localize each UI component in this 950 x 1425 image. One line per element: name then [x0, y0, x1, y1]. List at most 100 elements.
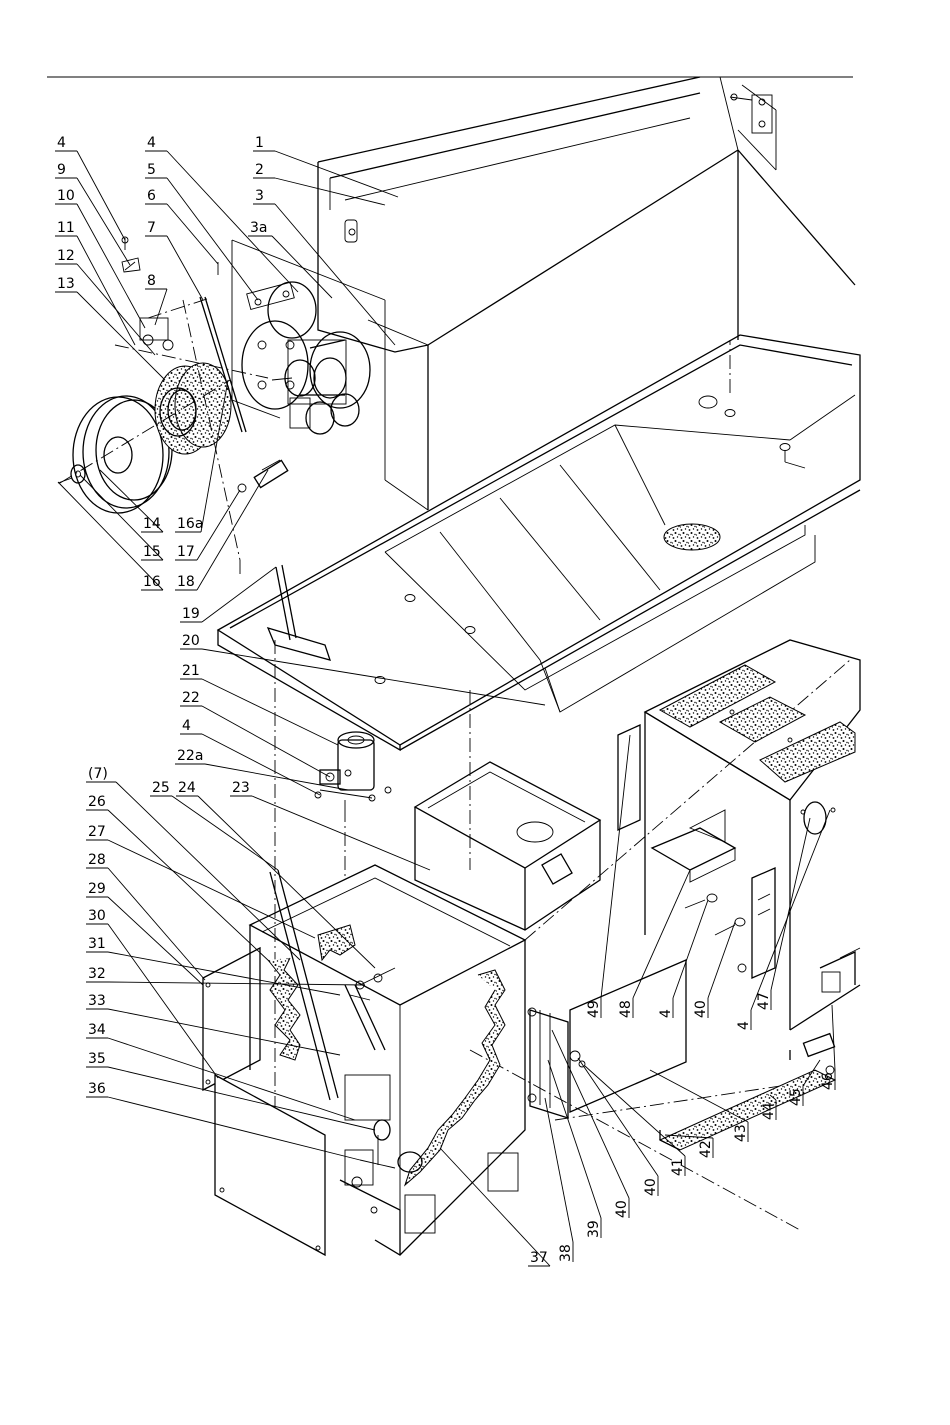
callout-number: 27	[88, 824, 106, 840]
callout-23: 20	[180, 633, 545, 705]
callout-1: 1	[253, 135, 398, 197]
callout-number: 35	[88, 1051, 106, 1067]
callout-number: 6	[147, 188, 156, 204]
callout-leader	[673, 900, 708, 998]
callout-leader	[100, 470, 163, 532]
callout-leader	[578, 1058, 658, 1176]
callout-29: 25	[150, 780, 278, 870]
callout-leader	[202, 734, 320, 795]
callout-leader	[272, 236, 332, 298]
callout-number: 47	[756, 992, 772, 1010]
callout-number: 4	[182, 718, 191, 734]
callout-leader	[198, 796, 375, 968]
right-cabinet	[618, 640, 860, 1030]
callout-leader	[108, 810, 270, 962]
callout-leader	[708, 922, 735, 998]
callout-number: 40	[614, 1200, 630, 1218]
callout-55: 47	[756, 818, 810, 1010]
callout-53: 46	[820, 1005, 836, 1090]
callout-number: 7	[147, 220, 156, 236]
callout-number: 31	[88, 936, 106, 952]
callout-leader	[108, 924, 218, 1078]
callout-32: 26	[86, 794, 270, 962]
callout-16: 14	[100, 470, 163, 532]
callout-leader	[167, 204, 218, 264]
callout-leader	[167, 236, 203, 300]
callout-number: 40	[643, 1178, 659, 1196]
callout-number: 21	[182, 663, 200, 679]
callout-44: 38	[545, 1098, 574, 1262]
callout-number: 45	[788, 1088, 804, 1106]
callout-leader	[650, 1070, 748, 1122]
callout-leader	[167, 178, 258, 300]
callout-number: 44	[761, 1102, 777, 1120]
callout-leader	[202, 679, 338, 745]
callout-number: 39	[586, 1220, 602, 1238]
callout-leader	[77, 204, 145, 328]
callout-leader	[116, 782, 300, 960]
callout-number: 3a	[250, 220, 268, 236]
callout-leader	[633, 870, 690, 998]
callout-number: 22a	[177, 748, 203, 764]
callout-6: 4	[145, 135, 298, 292]
callout-39: 33	[86, 993, 340, 1055]
callout-54: 4	[736, 810, 830, 1030]
callout-number: 9	[57, 162, 66, 178]
callout-number: 25	[152, 780, 170, 796]
callout-leader	[202, 567, 276, 622]
callout-10: 8	[145, 273, 167, 325]
door-panel	[528, 960, 835, 1150]
callout-number: 18	[177, 574, 195, 590]
callout-number: 34	[88, 1022, 106, 1038]
callout-leader	[202, 706, 330, 777]
callout-number: 4	[57, 135, 66, 151]
callout-leader	[77, 292, 165, 380]
callout-56: 40	[693, 922, 735, 1018]
callout-number: 23	[232, 780, 250, 796]
callout-number: 12	[57, 248, 75, 264]
callout-number: 10	[57, 188, 75, 204]
callout-number: 49	[586, 1000, 602, 1018]
drive-assembly	[58, 237, 370, 513]
callout-38: 32	[86, 966, 365, 985]
pump-assembly	[315, 732, 391, 808]
callout-number: 2	[255, 162, 264, 178]
callout-24: 21	[180, 663, 338, 745]
callout-leader	[108, 1009, 340, 1055]
callout-number: 19	[182, 606, 200, 622]
callout-8: 6	[145, 188, 218, 264]
callout-number: 4	[147, 135, 156, 151]
callout-leader	[77, 151, 125, 240]
callout-leader	[202, 649, 545, 705]
callout-number: 4	[658, 1009, 674, 1018]
callout-37: 31	[86, 936, 340, 995]
callout-leader	[155, 289, 167, 325]
callout-number: 28	[88, 852, 106, 868]
callout-number: 40	[693, 1000, 709, 1018]
callout-number: 48	[618, 1000, 634, 1018]
callout-number: 1	[255, 135, 264, 151]
callout-leader	[832, 1005, 835, 1070]
callout-leader	[205, 764, 348, 790]
callout-number: 46	[820, 1072, 836, 1090]
callout-leader	[108, 982, 365, 985]
callout-46: 40	[552, 1030, 630, 1218]
callout-number: 16	[143, 574, 161, 590]
callout-leader	[77, 236, 135, 345]
callout-leader	[108, 840, 315, 938]
callout-number: 8	[147, 273, 156, 289]
callout-number: 4	[736, 1021, 752, 1030]
callout-leader	[275, 204, 395, 345]
callout-leader	[548, 1060, 601, 1218]
callout-number: 16a	[177, 516, 203, 532]
callout-59: 49	[586, 735, 630, 1018]
callout-45: 39	[548, 1060, 602, 1238]
callout-number: 20	[182, 633, 200, 649]
callout-leader	[77, 264, 155, 355]
side-panels	[203, 948, 325, 1255]
callout-number: 38	[558, 1244, 574, 1262]
callout-number: 42	[698, 1140, 714, 1158]
callout-number: 30	[88, 908, 106, 924]
machine-body	[232, 77, 855, 510]
callout-leader	[108, 897, 203, 985]
